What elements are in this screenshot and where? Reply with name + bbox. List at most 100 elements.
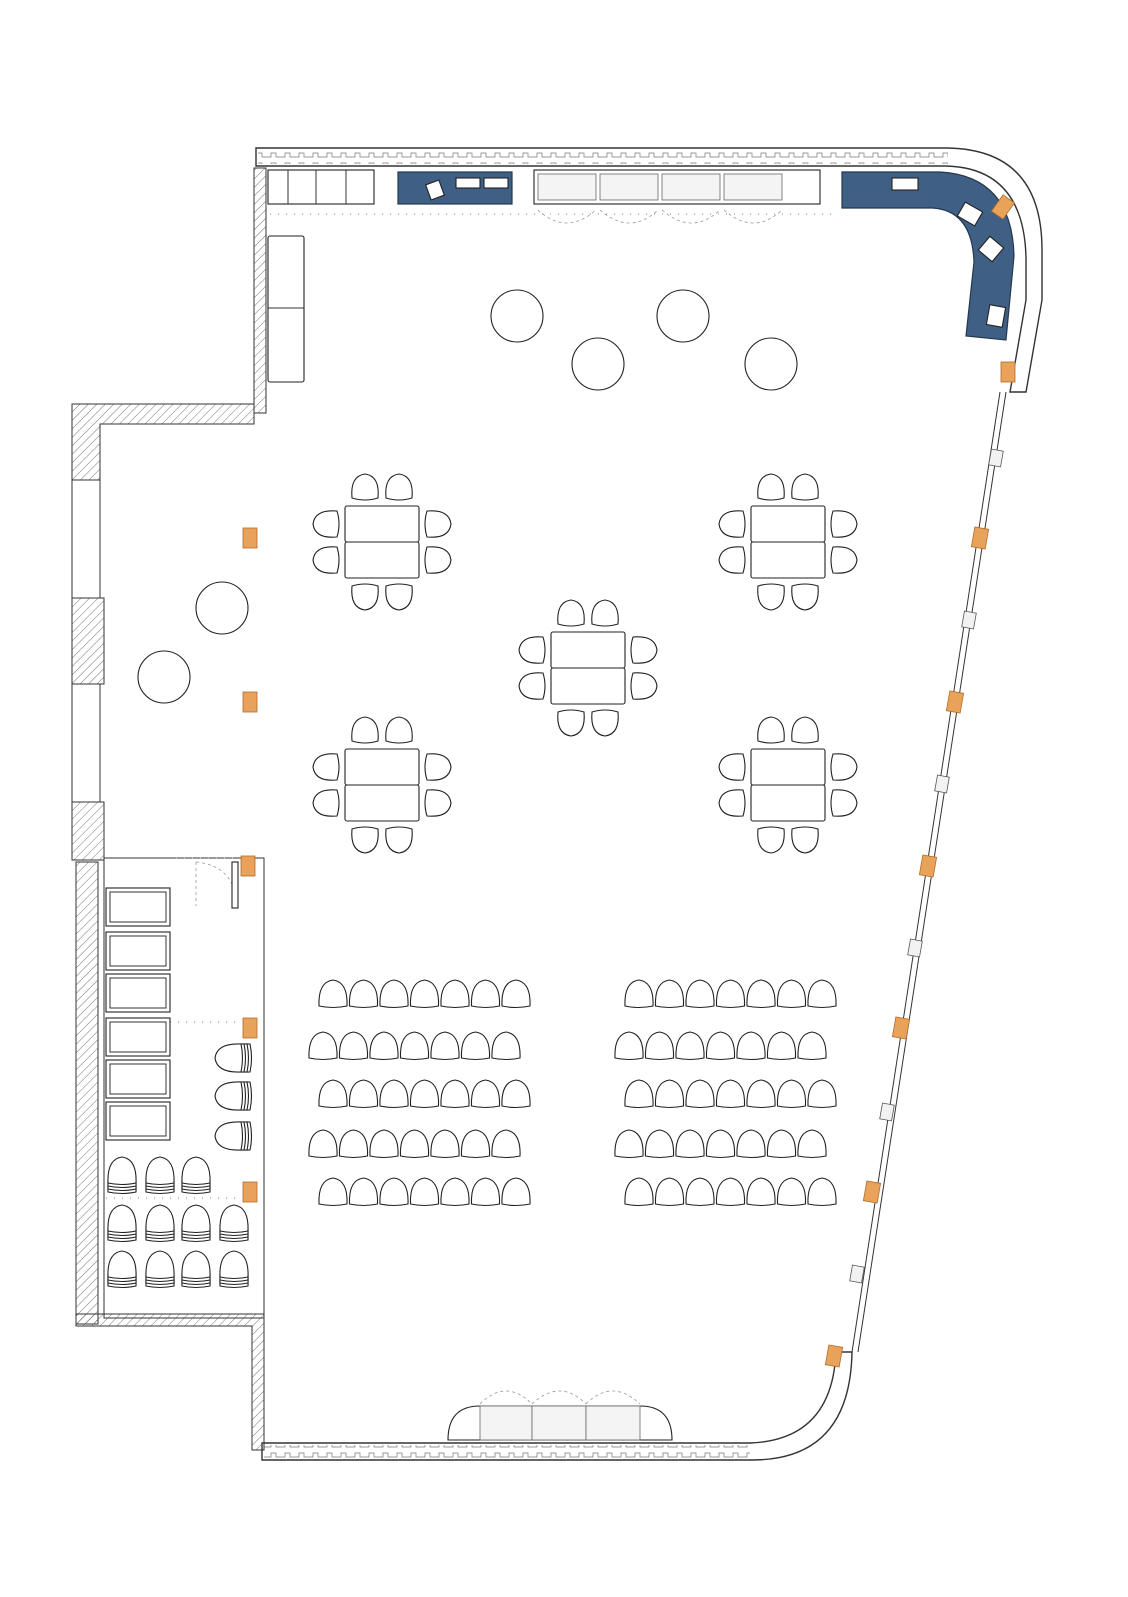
table: [344, 784, 420, 822]
storage-room: [106, 857, 240, 1199]
chair-stack: [181, 1250, 211, 1289]
structural-column: [918, 854, 938, 878]
theatre-chair: [409, 1177, 440, 1207]
theatre-chair: [624, 1177, 654, 1207]
chair-stack: [107, 1204, 137, 1243]
structural-column: [824, 1344, 844, 1368]
theatre-chair: [614, 1031, 644, 1061]
theatre-chair: [470, 1177, 501, 1207]
table-cluster: [718, 716, 858, 854]
theatre-chair: [746, 1079, 776, 1109]
mullion: [849, 1264, 865, 1284]
theatre-chair: [501, 1177, 531, 1207]
chair-stack: [145, 1156, 175, 1195]
table-clusters: [312, 473, 858, 854]
chair: [718, 753, 746, 781]
theatre-chair: [685, 1079, 715, 1109]
theatre-chair: [685, 979, 715, 1009]
chair: [351, 716, 379, 744]
theatre-chair: [470, 979, 501, 1009]
theatre-chair: [614, 1129, 644, 1159]
theatre-chair: [766, 1031, 797, 1061]
theatre-chair: [399, 1031, 430, 1061]
mullion: [879, 1102, 895, 1122]
theatre-chair: [440, 1177, 470, 1207]
theatre-chair: [379, 1079, 409, 1109]
chair: [757, 716, 785, 744]
chair-stack: [219, 1204, 249, 1243]
theatre-chair: [460, 1031, 491, 1061]
table-cluster: [312, 473, 452, 611]
theatre-chair: [746, 1177, 776, 1207]
mullion: [988, 448, 1004, 468]
theatre-chair: [348, 1177, 379, 1207]
chair: [351, 583, 379, 611]
theatre-chair: [675, 1129, 705, 1159]
round-table: [744, 337, 798, 391]
chair: [830, 510, 858, 538]
structural-column: [242, 1017, 258, 1039]
theatre-chair: [501, 979, 531, 1009]
theatre-chair: [807, 1079, 837, 1109]
table: [750, 505, 826, 543]
structural-column: [240, 855, 256, 877]
structural-column: [970, 526, 990, 550]
theatre-chair: [318, 979, 348, 1009]
stacked-table: [105, 1017, 171, 1057]
structural-column: [891, 1016, 911, 1040]
chair: [312, 753, 340, 781]
structural-columns: [240, 194, 1016, 1368]
chair: [830, 789, 858, 817]
table-cluster: [718, 473, 858, 611]
theatre-chair: [675, 1031, 705, 1061]
facade-mullions: [849, 448, 1004, 1284]
theatre-chair: [348, 979, 379, 1009]
theatre-chair: [460, 1129, 491, 1159]
theatre-chair: [318, 1177, 348, 1207]
chair: [830, 753, 858, 781]
chair-stack: [145, 1250, 175, 1289]
chair: [791, 583, 819, 611]
structural-column: [862, 1180, 882, 1204]
theatre-chair: [715, 979, 746, 1009]
theatre-chair: [308, 1129, 338, 1159]
chair: [518, 636, 546, 664]
theatre-chair: [654, 1079, 685, 1109]
chair: [791, 473, 819, 501]
theatre-chair: [624, 1079, 654, 1109]
table: [344, 505, 420, 543]
chair: [385, 826, 413, 854]
chair: [757, 826, 785, 854]
theatre-chair: [797, 1031, 827, 1061]
table: [750, 784, 826, 822]
structural-column: [242, 1181, 258, 1203]
theatre-chair: [797, 1129, 827, 1159]
table-cluster: [312, 716, 452, 854]
stacked-table: [105, 1101, 171, 1141]
chair: [518, 672, 546, 700]
theatre-chair: [644, 1129, 675, 1159]
chair: [351, 473, 379, 501]
structural-column: [990, 194, 1016, 220]
table: [750, 541, 826, 579]
chair-stack: [214, 1043, 253, 1073]
theatre-chair: [807, 1177, 837, 1207]
building-shell: [71, 147, 1043, 1461]
round-table: [195, 581, 249, 635]
theatre-chair: [338, 1031, 369, 1061]
top-storage: [267, 169, 838, 224]
theatre-chair: [491, 1129, 521, 1159]
table: [550, 667, 626, 705]
stacked-tables: [105, 887, 171, 1141]
round-table: [571, 337, 625, 391]
chair: [557, 709, 585, 737]
stacked-chairs: [107, 1043, 253, 1289]
chair: [424, 510, 452, 538]
chair: [424, 753, 452, 781]
theatre-chair: [644, 1031, 675, 1061]
theatre-chair: [776, 1177, 807, 1207]
entrance-bottom: [447, 1390, 673, 1441]
chair-stack: [107, 1156, 137, 1195]
theatre-chair: [491, 1031, 521, 1061]
